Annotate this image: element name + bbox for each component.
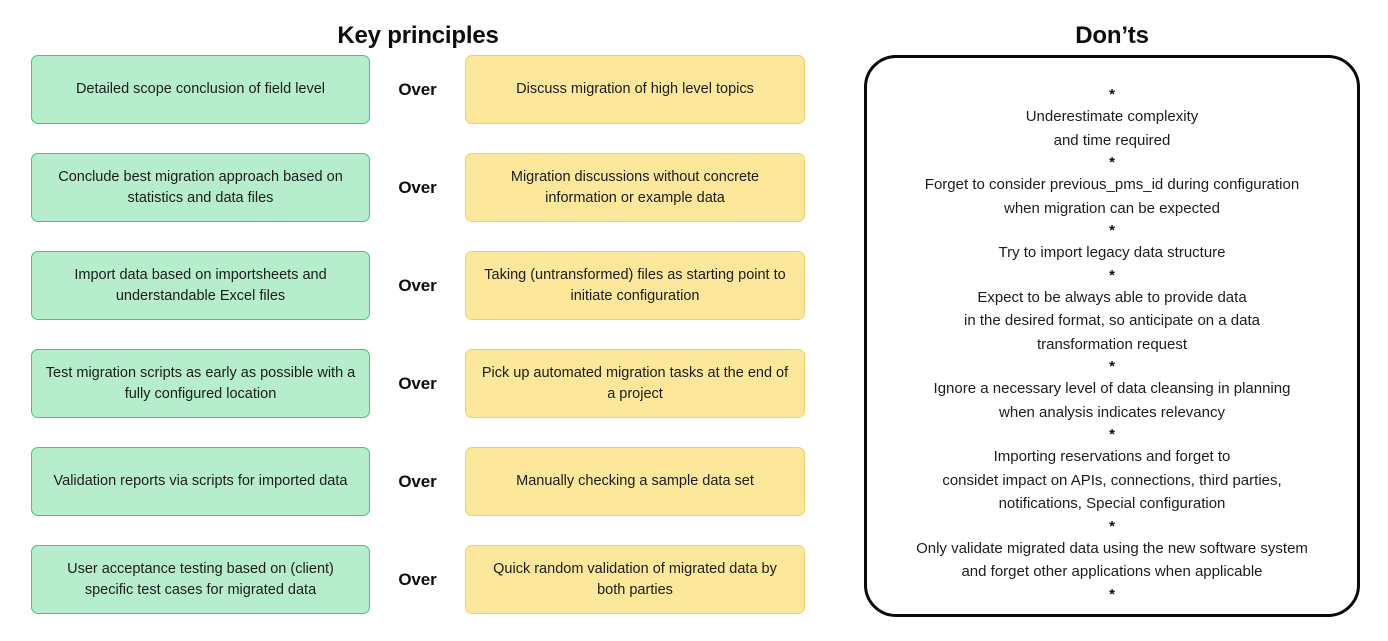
dont-item: Forget to consider previous_pms_id durin… [924,176,1300,217]
dont-item: Try to import legacy data structure [998,244,1226,261]
principle-row: Validation reports via scripts for impor… [0,447,836,516]
asterisk-separator: * [1109,266,1115,284]
principles-row-list: Detailed scope conclusion of field level… [0,55,836,614]
asterisk-separator: * [1109,517,1115,535]
principle-row: Conclude best migration approach based o… [0,153,836,222]
dont-item: Only validate migrated data using the ne… [916,539,1308,581]
asterisk-separator: * [1109,154,1115,171]
key-principles-section: Key principles Detailed scope conclusion… [0,22,836,614]
dont-box: Manually checking a sample data set [465,447,805,516]
dont-item: Expect to be always able to provide data… [963,288,1260,353]
dont-item: Underestimate complexity and time requir… [1025,108,1199,149]
asterisk-separator: * [1109,222,1115,239]
dont-box: Migration discussions without concrete i… [465,153,805,222]
over-label: Over [398,275,437,295]
dont-box: Taking (untransformed) files as starting… [465,251,805,320]
do-box: Validation reports via scripts for impor… [31,447,370,516]
dont-box: Quick random validation of migrated data… [465,545,805,614]
dont-box: Discuss migration of high level topics [465,55,805,124]
dont-box: Pick up automated migration tasks at the… [465,349,805,418]
dont-item: Importing reservations and forget to con… [942,448,1282,512]
do-box: Detailed scope conclusion of field level [31,55,370,124]
principle-row: User acceptance testing based on (client… [0,545,836,614]
over-label: Over [398,569,437,589]
principle-row: Test migration scripts as early as possi… [0,349,836,418]
over-label: Over [398,471,437,491]
donts-list: * Underestimate complexity and time requ… [867,58,1357,605]
asterisk-separator: * [1109,358,1115,375]
asterisk-separator: * [1109,426,1115,443]
do-box: Import data based on importsheets and un… [31,251,370,320]
do-box: Test migration scripts as early as possi… [31,349,370,418]
principle-row: Detailed scope conclusion of field level… [0,55,836,124]
donts-panel: * Underestimate complexity and time requ… [864,55,1360,617]
dont-item: Ignore a necessary level of data cleansi… [933,380,1291,421]
donts-title: Don’ts [1075,22,1149,50]
over-label: Over [398,177,437,197]
asterisk-separator: * [1109,585,1115,603]
do-box: User acceptance testing based on (client… [31,545,370,614]
asterisk-separator: * [1109,86,1115,103]
over-label: Over [398,373,437,393]
principle-row: Import data based on importsheets and un… [0,251,836,320]
key-principles-title: Key principles [337,22,499,50]
donts-section: Don’ts * Underestimate complexity and ti… [836,0,1388,641]
over-label: Over [398,79,437,99]
do-box: Conclude best migration approach based o… [31,153,370,222]
